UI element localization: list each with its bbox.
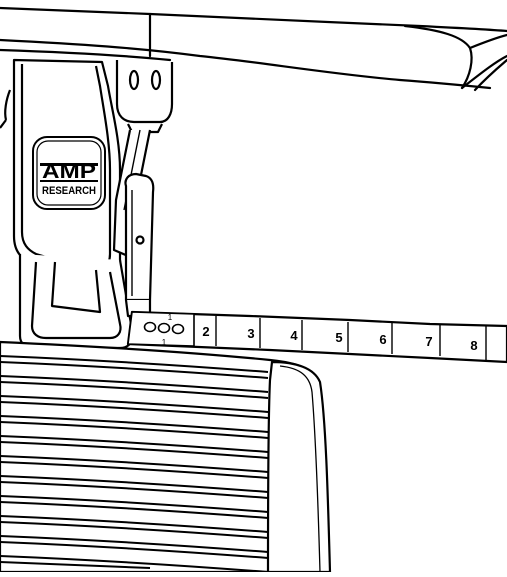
ruler-label-4: 4: [290, 328, 298, 343]
step-end-cap: [266, 360, 332, 574]
ruler-label-2: 2: [202, 324, 209, 339]
logo-brand-line2: RESEARCH: [42, 185, 96, 197]
ruler-label-7: 7: [425, 334, 432, 349]
ruler-label-8: 8: [470, 338, 477, 353]
running-board-step: [0, 340, 332, 574]
ruler-ticks: [215, 316, 487, 360]
left-arm-foot-bracket: [18, 254, 134, 350]
rocker-panel: [0, 6, 507, 92]
ruler-label-6: 6: [379, 332, 386, 347]
ruler-hole-label-top: 1: [168, 313, 173, 322]
ruler-hole-label-bottom: 1: [162, 338, 167, 347]
logo-brand-line1: AMP: [42, 161, 96, 183]
measurement-ruler: 1 1 2 3 4 5 6 7 8: [126, 310, 507, 364]
step-tread-ribs: [0, 355, 269, 573]
ruler-label-3: 3: [247, 326, 254, 341]
ruler-mounting-holes: [143, 321, 185, 335]
amp-research-logo: AMP RESEARCH: [32, 136, 106, 210]
ruler-label-5: 5: [335, 330, 342, 345]
